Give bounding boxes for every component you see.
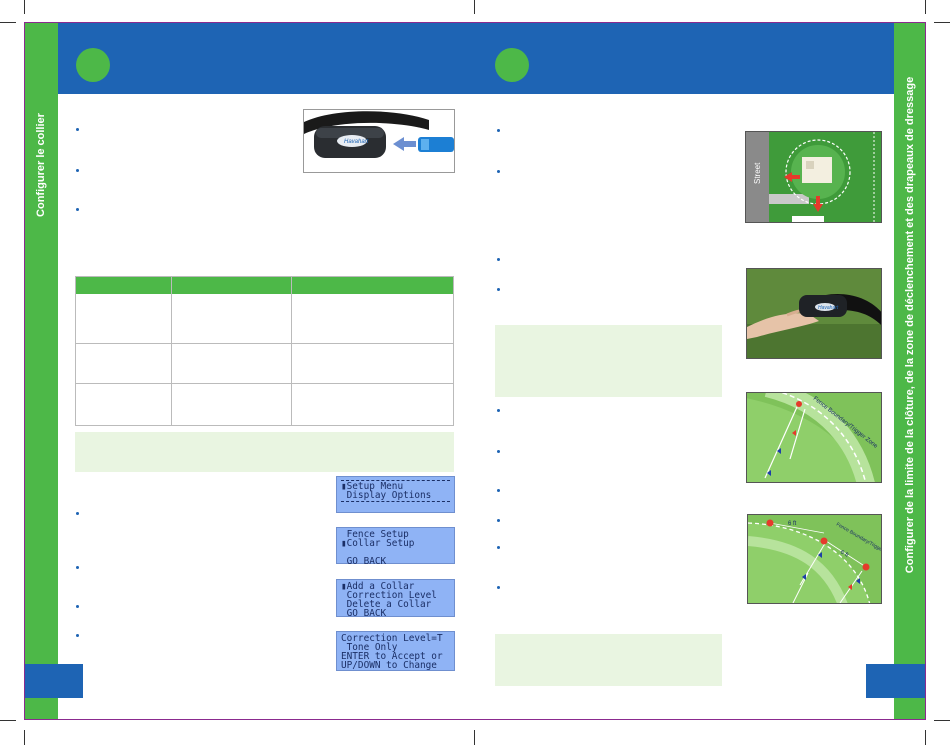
bullet	[497, 288, 500, 291]
hand-collar-photo: Havahart	[746, 268, 882, 359]
bullet	[76, 128, 79, 131]
collar-battery-photo: Havahart	[303, 109, 455, 173]
left-header-band	[58, 22, 475, 94]
bullet	[76, 566, 79, 569]
right-side-bar	[894, 22, 926, 720]
distance-label: 6 ft	[839, 550, 850, 560]
crop-mark	[474, 0, 475, 14]
collar-brand-logo: Havahart	[818, 305, 839, 311]
bullet	[76, 634, 79, 637]
street-label: Street	[753, 162, 762, 184]
crop-mark	[934, 22, 950, 23]
flag-placement-diagram: 6 ft 6 ft Fence Boundary/Trigger Z	[747, 514, 882, 604]
info-table	[75, 276, 454, 426]
bullet	[76, 208, 79, 211]
bullet	[497, 258, 500, 261]
bullet	[497, 129, 500, 132]
bullet	[497, 546, 500, 549]
lcd-screen-collar-setup: Fence Setup ▮Collar Setup GO BACK	[336, 527, 455, 566]
table-divider	[76, 383, 453, 384]
lcd-screen-setup-menu: ▮Setup Menu Display Options	[336, 476, 455, 513]
property-map-illustration: Street	[745, 131, 882, 223]
crop-mark	[24, 0, 25, 14]
bullet	[497, 409, 500, 412]
bullet	[497, 519, 500, 522]
bullet	[497, 450, 500, 453]
left-page-tab	[24, 664, 83, 698]
table-divider	[171, 277, 172, 425]
crop-mark	[24, 730, 25, 745]
distance-label: 6 ft	[788, 521, 797, 527]
left-side-bar	[24, 22, 58, 720]
trim-line	[24, 22, 926, 720]
bullet	[76, 605, 79, 608]
lcd-screen-correction-level: Correction Level=T Tone Only ENTER to Ac…	[336, 631, 455, 671]
bullet	[76, 169, 79, 172]
trigger-zone-diagram: Fence Boundary/Trigger Zone	[746, 392, 882, 483]
crop-mark	[0, 22, 16, 23]
crop-mark	[474, 730, 475, 745]
bullet	[76, 512, 79, 515]
crop-mark	[934, 720, 950, 721]
crop-mark	[925, 730, 926, 745]
bullet	[497, 170, 500, 173]
lcd-screen-collar-menu: ▮Add a Collar Correction Level Delete a …	[336, 579, 455, 618]
bullet	[497, 489, 500, 492]
crop-mark	[0, 720, 16, 721]
table-divider	[291, 277, 292, 425]
collar-brand-logo: Havahart	[344, 139, 369, 145]
note-box	[495, 634, 722, 686]
note-box	[75, 432, 454, 472]
right-header-band	[475, 22, 894, 94]
table-divider	[76, 343, 453, 344]
note-box	[495, 325, 722, 397]
crop-mark	[925, 0, 926, 14]
table-header-row	[76, 277, 453, 294]
step-number-circle	[495, 48, 529, 82]
step-number-circle	[76, 48, 110, 82]
right-page-tab	[866, 664, 926, 698]
bullet	[497, 586, 500, 589]
